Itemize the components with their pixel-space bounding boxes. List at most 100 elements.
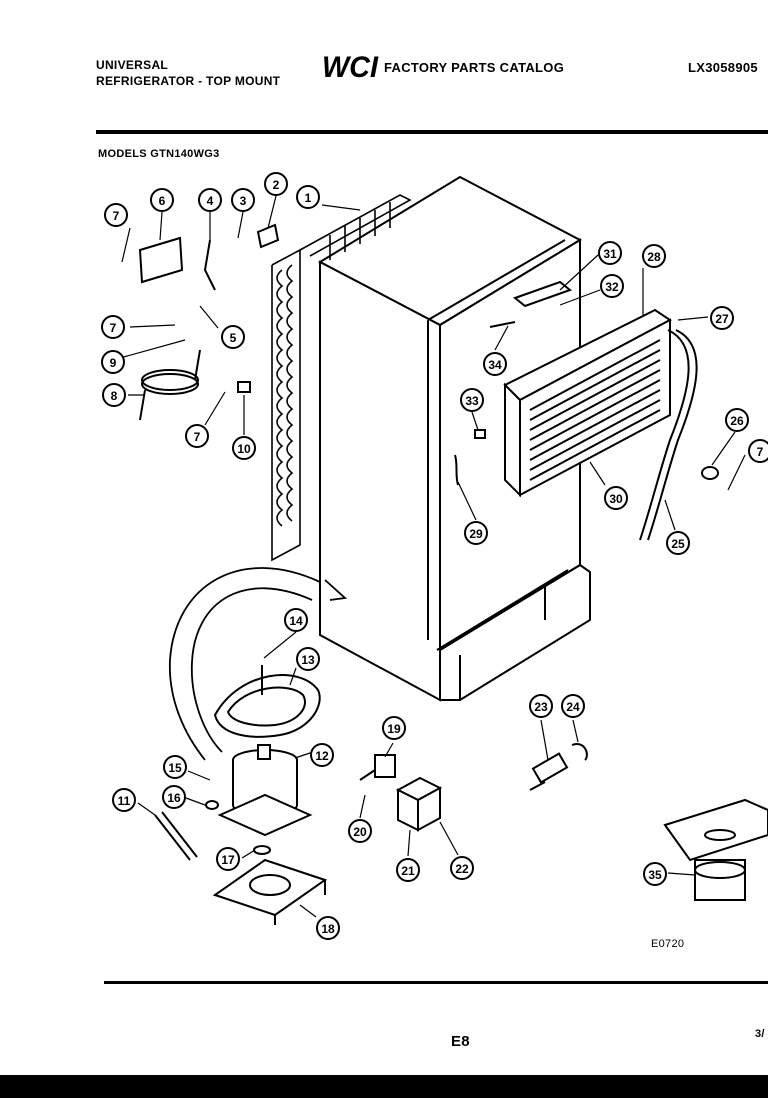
svg-text:20: 20 [353,825,367,839]
callout-21: 21 [396,858,420,882]
callout-33: 33 [460,388,484,412]
callout-14: 14 [284,608,308,632]
svg-text:10: 10 [237,442,251,456]
callout-5: 5 [221,325,245,349]
svg-text:17: 17 [221,853,235,867]
svg-text:6: 6 [159,194,166,208]
svg-text:3: 3 [240,194,247,208]
svg-text:34: 34 [488,358,502,372]
capacitor [529,752,569,791]
scan-border [0,1075,768,1098]
svg-text:25: 25 [671,537,685,551]
drain-hose [169,567,348,761]
condenser-fan [663,798,768,901]
overload [395,776,443,832]
part-33-shape [474,429,486,439]
callout-16: 16 [162,785,186,809]
svg-text:18: 18 [321,922,335,936]
part-4-shape [203,239,216,291]
callout-26: 26 [725,408,749,432]
svg-text:7: 7 [194,430,201,444]
svg-text:28: 28 [647,250,661,264]
callout-7a: 7 [104,203,128,227]
callout-20: 20 [348,819,372,843]
callout-13: 13 [296,647,320,671]
part-2-shape [256,223,280,249]
page-code: E8 [451,1033,470,1050]
svg-text:16: 16 [167,791,181,805]
callout-2: 2 [264,172,288,196]
svg-text:13: 13 [301,653,315,667]
catalog-number: LX3058905 [688,60,758,75]
callout-9: 9 [101,350,125,374]
callout-4: 4 [198,188,222,212]
svg-text:5: 5 [230,331,237,345]
callout-30: 30 [604,486,628,510]
callout-17: 17 [216,847,240,871]
callout-7d: 7 [748,439,768,463]
callouts: 1 2 3 4 5 6 7 7 7 7 8 9 10 11 12 13 14 1… [101,172,768,940]
svg-text:31: 31 [603,247,617,261]
callout-19: 19 [382,716,406,740]
compressor-mat [213,665,321,738]
callout-18: 18 [316,916,340,940]
callout-34: 34 [483,352,507,376]
header-rule [96,130,768,134]
callout-10: 10 [232,436,256,460]
svg-text:14: 14 [289,614,303,628]
part-29-shape [454,454,459,486]
figure-code: E0720 [651,938,685,950]
svg-text:30: 30 [609,492,623,506]
svg-text:8: 8 [111,389,118,403]
svg-text:29: 29 [469,527,483,541]
callout-11: 11 [112,788,136,812]
svg-text:21: 21 [401,864,415,878]
callout-6: 6 [150,188,174,212]
svg-text:7: 7 [110,321,117,335]
callout-27: 27 [710,306,734,330]
svg-text:35: 35 [648,868,662,882]
callout-25: 25 [666,531,690,555]
catalog-title: FACTORY PARTS CATALOG [384,60,565,75]
part-6-shape [138,236,184,284]
part-16-shape [205,800,219,810]
brand-line2: REFRIGERATOR - TOP MOUNT [96,74,281,88]
svg-text:9: 9 [110,356,117,370]
svg-text:23: 23 [534,700,548,714]
relay [359,754,396,781]
condenser-coil [271,194,412,562]
part-34-shape [489,321,516,328]
svg-text:4: 4 [207,194,214,208]
callout-35: 35 [643,862,667,886]
parts-drawing [119,175,768,925]
callout-29: 29 [464,521,488,545]
models-label: MODELS GTN140WG3 [98,148,220,160]
svg-text:15: 15 [168,761,182,775]
callout-28: 28 [642,244,666,268]
part-26-shape [701,466,719,480]
svg-text:26: 26 [730,414,744,428]
wci-logo: WCI [322,51,379,84]
logo-text: WCI [322,51,379,84]
tube-25 [639,329,690,541]
callout-23: 23 [529,694,553,718]
svg-text:7: 7 [757,445,764,459]
svg-text:22: 22 [455,862,469,876]
part-10-shape [237,381,251,393]
callout-8: 8 [102,383,126,407]
brand-line1: UNIVERSAL [96,58,169,72]
svg-text:12: 12 [315,749,329,763]
callout-22: 22 [450,856,474,880]
leader-lines [119,195,746,918]
callout-3: 3 [231,188,255,212]
page-fraction: 3/ [755,1028,765,1040]
part-31-shape [512,280,573,308]
defrost-thermostat [154,811,198,861]
svg-text:33: 33 [465,394,479,408]
footer-rule [104,981,768,984]
callout-32: 32 [600,274,624,298]
callout-7b: 7 [101,315,125,339]
part-24 [571,743,588,761]
